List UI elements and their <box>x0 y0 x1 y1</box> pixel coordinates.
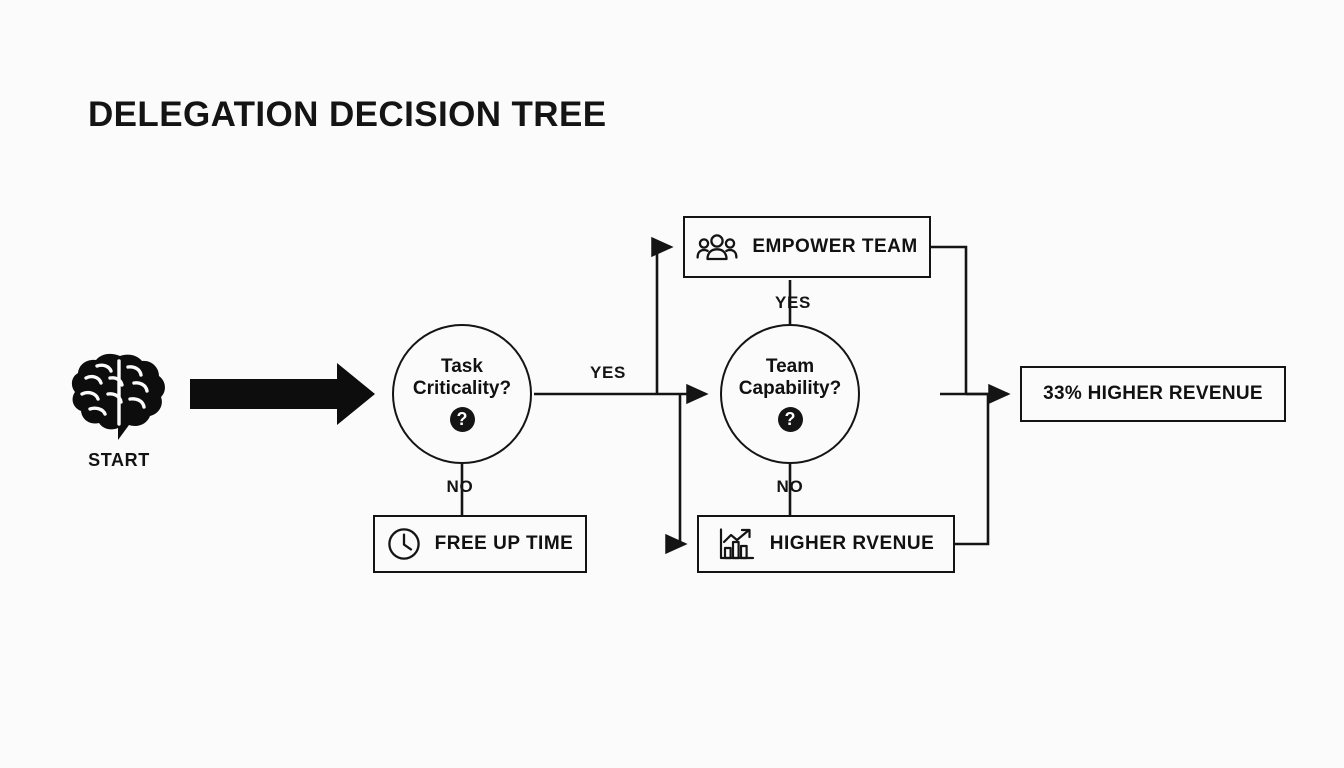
outcome-box-empower-team[interactable]: EMPOWER TEAM <box>683 216 931 278</box>
decision-label-task-criticality: Task Criticality? <box>413 356 511 399</box>
edge-label-yes-task-criticality: YES <box>589 363 627 382</box>
outcome-box-higher-rvenue[interactable]: HIGHER RVENUE <box>697 515 955 573</box>
outcome-label-higher-rvenue: HIGHER RVENUE <box>769 533 935 554</box>
brain-icon <box>71 353 165 440</box>
outcome-label-free-up-time: FREE UP TIME <box>434 533 574 554</box>
bar-chart-up-icon <box>719 528 754 560</box>
edge-empower-team-to-result <box>931 245 968 394</box>
outcome-label-empower-team: EMPOWER TEAM <box>752 236 918 257</box>
outcome-label-revenue-result: 33% HIGHER REVENUE <box>1043 383 1263 404</box>
decision-label-team-capability: Team Capability? <box>739 356 841 399</box>
question-mark-icon: ? <box>777 406 803 432</box>
people-group-icon <box>696 234 738 261</box>
edge-start-to-task-criticality <box>190 363 375 425</box>
decision-node-team-capability[interactable]: Team Capability? ? <box>720 324 860 464</box>
decision-label-line2: Criticality? <box>412 378 512 399</box>
start-label: START <box>88 450 150 470</box>
clock-icon <box>387 528 420 560</box>
page-title: DELEGATION DECISION TREE <box>88 95 607 134</box>
outcome-box-free-up-time[interactable]: FREE UP TIME <box>373 515 587 573</box>
decision-node-task-criticality[interactable]: Task Criticality? ? <box>392 324 532 464</box>
decision-label-line2: Capability? <box>738 378 842 399</box>
edge-label-yes-team-capability: YES <box>774 293 812 312</box>
question-mark-icon: ? <box>449 406 475 432</box>
edge-label-no-team-capability: NO <box>776 477 804 496</box>
outcome-box-revenue-result[interactable]: 33% HIGHER REVENUE <box>1020 366 1286 422</box>
edge-task-criticality-yes-trunk <box>534 247 682 544</box>
decision-label-line1: Task <box>441 356 483 378</box>
decision-label-line1: Team <box>765 356 815 378</box>
edge-label-no-task-criticality: NO <box>446 477 474 496</box>
edge-higher-rvenue-to-result <box>940 392 990 546</box>
